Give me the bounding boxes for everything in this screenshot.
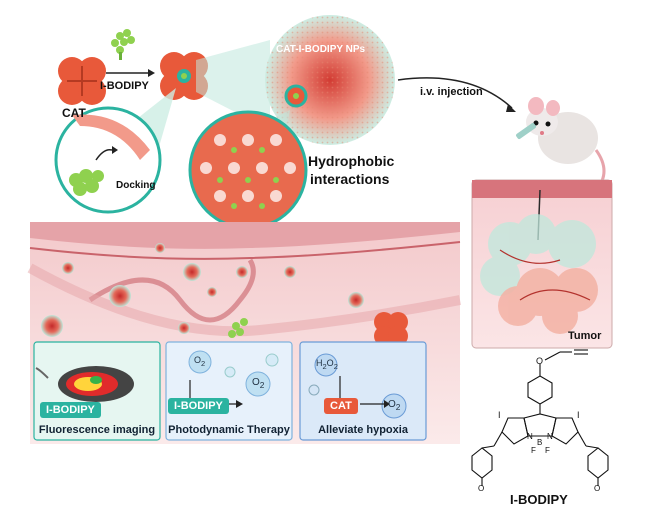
cat-enzyme-icon (58, 57, 106, 105)
reagent-label: I-BODIPY (100, 80, 149, 92)
tumor-panel (471, 179, 613, 349)
panel-2-tag: I-BODIPY (168, 398, 229, 414)
ibodipy-structure (471, 349, 609, 486)
panel-3-caption: Alleviate hypoxia (318, 424, 408, 436)
panel-1-caption: Fluorescence imaging (38, 424, 156, 436)
docking-zoom-circle (54, 106, 162, 214)
ibodipy-cluster-icon (111, 29, 135, 60)
panel-1-tag: I-BODIPY (40, 402, 101, 418)
o2-label-pdt-2: O2 (252, 377, 265, 390)
structure-name: I-BODIPY (510, 492, 568, 507)
o2-label-hypoxia: O2 (388, 399, 401, 412)
cat-enzyme-icon-cell (374, 312, 408, 346)
atom-i-left: I (498, 410, 501, 420)
panel-3-tag: CAT (324, 398, 358, 414)
injection-arrow (397, 77, 516, 112)
h2o2-label: H2O2 (316, 358, 338, 371)
mouse-icon (516, 97, 606, 191)
zoom-cone-np (196, 40, 270, 130)
atom-n-right: N (547, 432, 553, 441)
hydrophobic-zoom-circle (188, 110, 308, 230)
panel-hypoxia (299, 341, 427, 441)
atom-o-left: O (478, 484, 485, 493)
ibodipy-cluster-icon-cell (228, 318, 248, 338)
panel-2-caption: Photodynamic Therapy (168, 424, 290, 436)
reaction-arrow (106, 69, 155, 77)
tumor-label: Tumor (568, 330, 602, 342)
nanoparticles-cell (41, 243, 364, 337)
hydrophobic-line2: interactions (310, 171, 390, 187)
cat-label: CAT (62, 106, 86, 120)
cat-complex-icon (160, 52, 208, 100)
atom-n-left: N (527, 432, 533, 441)
atom-o-right: O (594, 484, 601, 493)
atom-o-top: O (536, 356, 544, 366)
atom-b: B (537, 438, 543, 447)
o2-label-pdt-1: O2 (194, 355, 206, 368)
atom-f2: F (545, 446, 550, 455)
injection-label: i.v. injection (420, 86, 483, 98)
nanoparticle-circle (265, 15, 395, 145)
docking-label: Docking (116, 180, 156, 191)
atom-f1: F (531, 446, 536, 455)
panel-pdt (165, 341, 293, 441)
atom-i-right: I (577, 410, 580, 420)
nps-label: CAT-I-BODIPY NPs (276, 44, 366, 55)
hydrophobic-line1: Hydrophobic (308, 153, 395, 169)
